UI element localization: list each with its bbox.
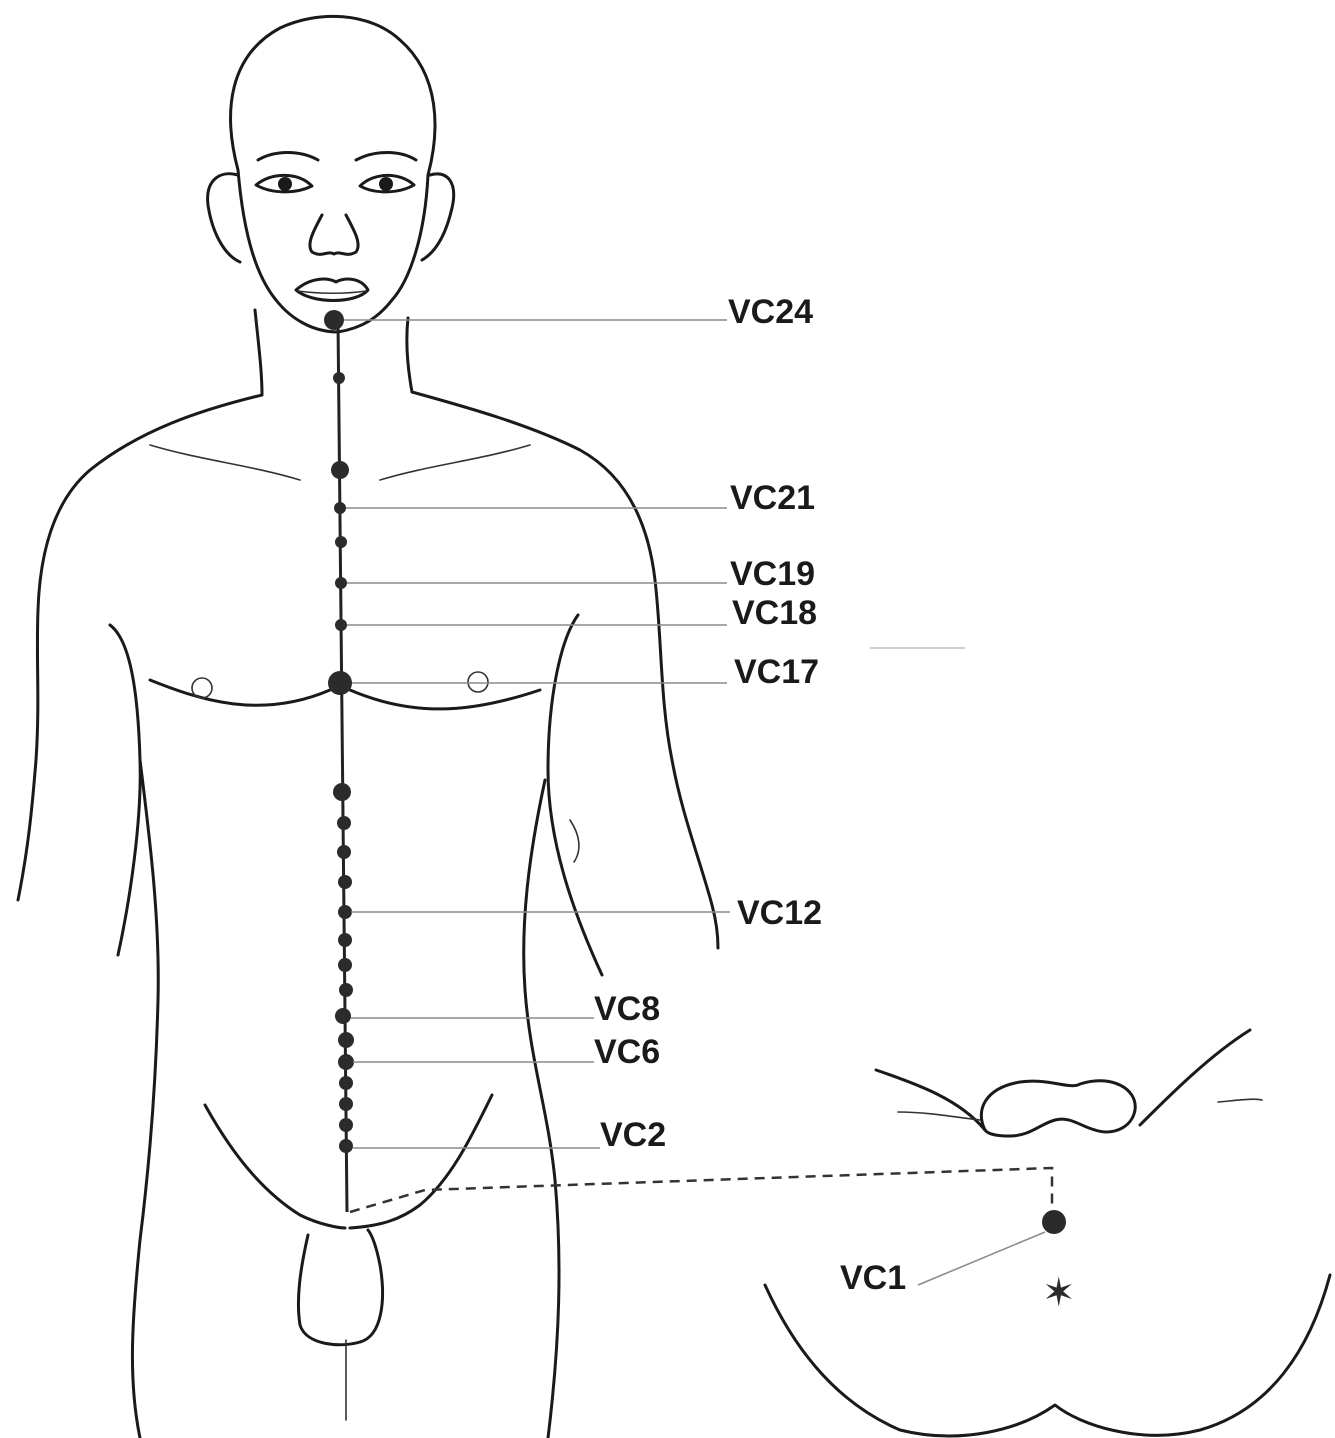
head-outline [231,16,435,332]
point-vc23 [333,372,345,384]
point-vc7 [338,1032,354,1048]
left-groin [205,1105,345,1228]
point-vc20 [335,536,347,548]
perineum-inset: ✶ [765,1030,1330,1436]
inset-upper-left [876,1070,985,1130]
leader-lines [344,320,1045,1285]
point-vc18 [335,619,347,631]
meridian-points [324,310,1066,1234]
right-torso-side [524,780,559,1438]
nose [310,215,358,254]
neck-right [407,318,412,392]
point-vc4 [339,1097,353,1111]
anus-marker-icon: ✶ [1042,1270,1076,1316]
right-pupil [379,177,393,191]
left-pupil [278,177,292,191]
point-vc10 [338,958,352,972]
left-arm-inner [110,625,140,955]
point-vc15 [333,783,351,801]
right-shoulder-arm [412,392,718,948]
left-brow [258,153,318,161]
point-vc21 [334,502,346,514]
label-vc21: VC21 [730,479,815,517]
right-arm-inner [548,615,602,975]
point-vc14 [337,816,351,830]
point-vc19 [335,577,347,589]
left-ear [208,174,240,262]
point-vc13 [338,875,352,889]
right-brow [356,153,416,161]
body-figure [18,16,718,1438]
point-vc13a [337,845,351,859]
point-vc2 [339,1139,353,1153]
point-vc8 [335,1008,351,1024]
inset-connector [350,1168,1052,1215]
inset-upper-right [1140,1030,1250,1125]
left-shoulder-arm [18,395,262,900]
point-vc22 [331,461,349,479]
point-vc12 [338,905,352,919]
inset-scrotum [981,1081,1135,1136]
point-vc9 [339,983,353,997]
left-nipple [192,678,212,698]
label-vc24: VC24 [728,293,813,331]
label-vc8: VC8 [594,990,660,1028]
neck-left [255,310,262,395]
point-vc5 [339,1076,353,1090]
left-torso-side [132,760,158,1438]
point-vc11 [338,933,352,947]
point-vc1 [1042,1210,1066,1234]
point-labels: VC24 VC21 VC19 VC18 VC17 VC12 VC8 VC6 VC… [594,293,906,1297]
point-vc6 [338,1054,354,1070]
label-vc19: VC19 [730,555,815,593]
mouth [296,279,368,300]
label-vc6: VC6 [594,1033,660,1071]
label-vc12: VC12 [737,894,822,932]
label-vc17: VC17 [734,653,819,691]
point-vc17 [328,671,352,695]
right-nipple [468,672,488,692]
label-vc18: VC18 [732,594,817,632]
label-vc1: VC1 [840,1259,906,1297]
genitals [298,1230,382,1345]
label-vc2: VC2 [600,1116,666,1154]
point-vc24 [324,310,344,330]
point-vc3 [339,1118,353,1132]
right-groin [350,1095,492,1228]
